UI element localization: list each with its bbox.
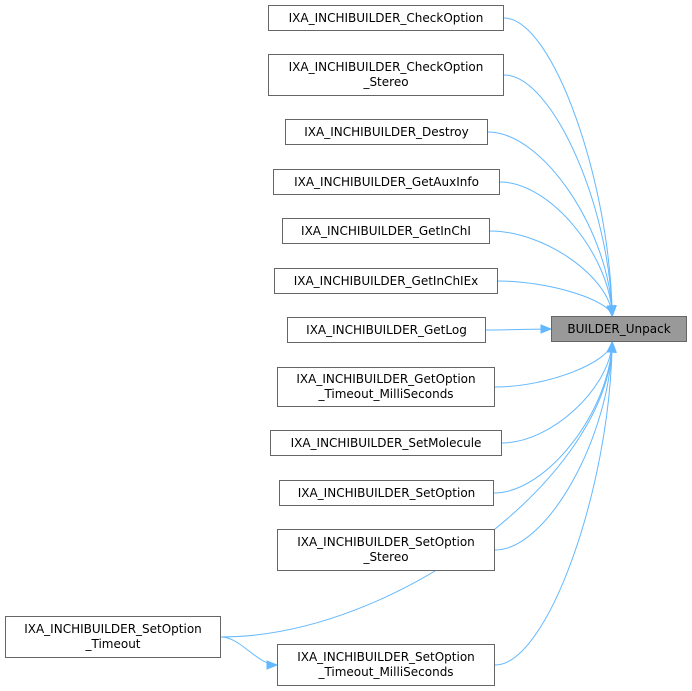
node-ixa-inchibuilder-checkoption-stereo[interactable]: IXA_INCHIBUILDER_CheckOption _Stereo [268,54,504,96]
call-edge [489,230,613,317]
node-ixa-inchibuilder-getauxinfo[interactable]: IXA_INCHIBUILDER_GetAuxInfo [273,169,500,195]
node-label: _Stereo [363,75,409,89]
node-builder-unpack: BUILDER_Unpack [551,316,687,342]
call-edge [503,74,613,317]
call-edge [503,17,613,317]
call-edge [494,341,613,551]
call-edge [220,636,278,666]
edge-arrowhead [266,660,279,670]
node-label: IXA_INCHIBUILDER_CheckOption [288,60,484,74]
node-label: _Timeout [85,637,141,651]
node-label: IXA_INCHIBUILDER_SetMolecule [290,435,482,450]
node-label: IXA_INCHIBUILDER_GetInChIEx [293,273,479,288]
call-edge [494,341,613,666]
node-label: IXA_INCHIBUILDER_GetLog [306,322,467,337]
node-label: IXA_INCHIBUILDER_SetOption [24,622,202,636]
node-label: IXA_INCHIBUILDER_SetOption [297,485,476,500]
node-ixa-inchibuilder-destroy[interactable]: IXA_INCHIBUILDER_Destroy [285,119,488,145]
node-label: IXA_INCHIBUILDER_Destroy [304,124,469,139]
node-ixa-inchibuilder-checkoption[interactable]: IXA_INCHIBUILDER_CheckOption [268,5,504,31]
node-ixa-inchibuilder-setoption-stereo[interactable]: IXA_INCHIBUILDER_SetOption _Stereo [277,529,495,571]
node-ixa-inchibuilder-getoption-timeout-milliseconds[interactable]: IXA_INCHIBUILDER_GetOption _Timeout_Mill… [277,367,495,407]
node-ixa-inchibuilder-setmolecule[interactable]: IXA_INCHIBUILDER_SetMolecule [270,430,502,456]
call-edge [497,280,613,317]
node-ixa-inchibuilder-setoption-timeout-milliseconds[interactable]: IXA_INCHIBUILDER_SetOption _Timeout_Mill… [277,644,495,686]
edge-arrowhead [607,340,617,353]
node-label: IXA_INCHIBUILDER_CheckOption [288,10,484,25]
node-label: IXA_INCHIBUILDER_SetOption [297,650,475,664]
node-label: _Stereo [363,550,409,564]
node-ixa-inchibuilder-setoption[interactable]: IXA_INCHIBUILDER_SetOption [279,480,494,506]
node-label: IXA_INCHIBUILDER_SetOption [297,535,475,549]
node-ixa-inchibuilder-getlog[interactable]: IXA_INCHIBUILDER_GetLog [287,317,486,343]
call-edge [501,341,613,444]
node-ixa-inchibuilder-setoption-timeout[interactable]: IXA_INCHIBUILDER_SetOption _Timeout [5,616,221,658]
node-label: _Timeout_MilliSeconds [318,665,454,679]
call-edge [494,341,613,388]
edge-arrowhead [606,304,616,318]
call-edge [487,131,613,317]
node-ixa-inchibuilder-getinchiex[interactable]: IXA_INCHIBUILDER_GetInChIEx [274,268,498,294]
node-label: IXA_INCHIBUILDER_GetInChI [301,223,471,238]
node-label: IXA_INCHIBUILDER_GetAuxInfo [294,174,479,189]
call-edge [499,181,613,317]
node-label: IXA_INCHIBUILDER_GetOption [296,372,476,386]
node-ixa-inchibuilder-getinchi[interactable]: IXA_INCHIBUILDER_GetInChI [282,218,490,244]
edge-arrowhead [540,324,553,334]
node-label: BUILDER_Unpack [567,321,671,336]
node-label: _Timeout_MilliSeconds [318,387,454,401]
call-edge [493,341,613,494]
